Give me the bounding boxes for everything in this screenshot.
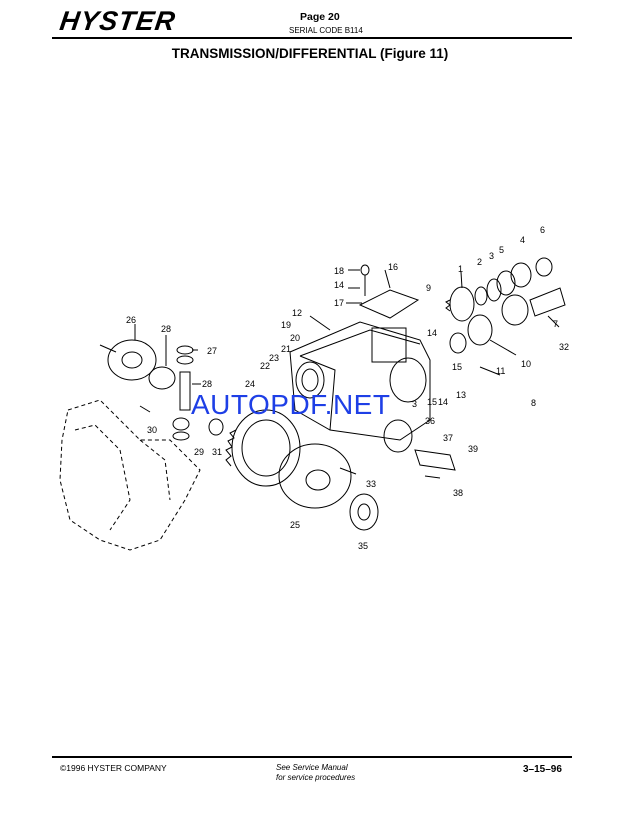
callout-number: 15 (452, 362, 462, 372)
serial-code: SERIAL CODE B114 (289, 26, 363, 35)
callout-number: 23 (269, 353, 279, 363)
callout-number: 16 (388, 262, 398, 272)
callout-number: 36 (425, 416, 435, 426)
callout-number: 27 (207, 346, 217, 356)
callout-number: 14 (334, 280, 344, 290)
callout-number: 28 (161, 324, 171, 334)
revision-date: 3–15–96 (523, 764, 562, 775)
callout-number: 22 (260, 361, 270, 371)
callout-number: 2 (477, 257, 482, 267)
callout-number: 21 (281, 344, 291, 354)
callout-number: 10 (521, 359, 531, 369)
callout-number: 9 (426, 283, 431, 293)
callout-number: 17 (334, 298, 344, 308)
callout-number: 26 (126, 315, 136, 325)
callout-number: 18 (334, 266, 344, 276)
callout-number: 30 (147, 425, 157, 435)
callout-number: 7 (553, 319, 558, 329)
callout-number: 20 (290, 333, 300, 343)
callout-number: 35 (358, 541, 368, 551)
page-number: Page 20 (300, 11, 340, 23)
callout-number: 32 (559, 342, 569, 352)
watermark: AUTOPDF.NET (191, 389, 391, 420)
callout-number: 28 (202, 379, 212, 389)
diagram-drawing (59, 257, 566, 551)
page-title: TRANSMISSION/DIFFERENTIAL (Figure 11) (171, 46, 449, 61)
copyright: ©1996 HYSTER COMPANY (60, 763, 167, 773)
callout-number: 3 (412, 399, 417, 409)
callout-number: 24 (245, 379, 255, 389)
callout-number: 33 (366, 479, 376, 489)
callout-number: 5 (499, 245, 504, 255)
callout-number: 11 (496, 366, 505, 376)
callout-number: 14 (438, 397, 448, 407)
callout-number: 1 (458, 264, 463, 274)
callout-number: 13 (456, 390, 466, 400)
callout-number: 8 (531, 398, 536, 408)
callout-number: 12 (292, 308, 302, 318)
header-rule (52, 37, 572, 39)
callout-number: 14 (427, 328, 437, 338)
callout-number: 38 (453, 488, 463, 498)
callout-number: 3 (489, 251, 494, 261)
footer-rule (52, 756, 572, 758)
service-note-line1: See Service Manual (276, 763, 348, 772)
callout-number: 29 (194, 447, 204, 457)
page-header: HYSTER Page 20 SERIAL CODE B114 (0, 0, 620, 40)
service-note-line2: for service procedures (276, 773, 356, 782)
callout-number: 31 (212, 447, 222, 457)
callout-number: 15 (427, 397, 437, 407)
callout-number: 6 (540, 225, 545, 235)
callout-number: 19 (281, 320, 291, 330)
callout-number: 4 (520, 235, 525, 245)
callout-number: 37 (443, 433, 453, 443)
callout-numbers: 1234567891011121314141415151617181920212… (126, 225, 569, 551)
callout-number: 39 (468, 444, 478, 454)
callout-number: 25 (290, 520, 300, 530)
